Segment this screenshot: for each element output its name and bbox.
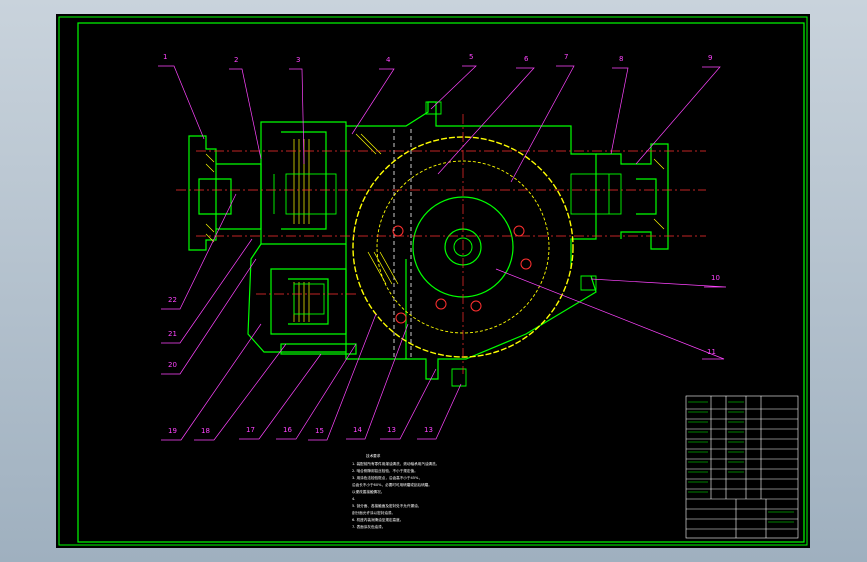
callout-label-19: 19 [168,427,177,435]
note-line: 6. 机座内装润滑油至规定高度。 [352,517,403,522]
note-line: 沿齿长不小于60%，必要时可用研磨或刮后研磨。 [352,482,432,487]
leader-line [590,278,727,288]
leader-line [229,68,262,160]
shaft-details [260,101,622,387]
leader-line [161,238,253,344]
callout-label-4: 4 [386,56,391,64]
callout-label-3: 3 [296,56,300,64]
leader-line [194,343,287,441]
callout-label-22: 22 [168,296,177,304]
callout-label-9: 9 [708,54,712,62]
callout-leaders [158,65,727,441]
centerlines [176,114,706,374]
callout-label-21: 21 [168,330,177,338]
note-line: 4. [352,497,355,501]
callout-label-16: 16 [283,426,292,434]
leader-line [417,383,462,440]
leader-line [495,268,725,360]
note-line: 剖分面允许涂以密封油漆。 [352,510,395,515]
note-line: 7. 表面涂灰色油漆。 [352,524,385,529]
leader-line [430,65,477,110]
callout-label-7: 7 [564,53,568,61]
cad-viewport[interactable]: 技术要求 1. 装配前所有零件用煤油清洗，滚动轴承用汽油清洗。 2. 啮合侧隙用铅… [56,14,810,548]
leader-line [610,67,629,155]
callout-label-13a: 13 [424,426,433,434]
callout-label-13b: 13 [387,426,396,434]
leader-line [158,65,205,140]
callout-label-11: 11 [707,348,716,356]
hidden-lines [393,129,412,359]
title-block-fill [688,401,794,523]
callout-label-20: 20 [168,361,177,369]
technical-notes: 技术要求 1. 装配前所有零件用煤油清洗，滚动轴承用汽油清洗。 2. 啮合侧隙用铅… [352,453,439,529]
callout-label-1: 1 [163,53,167,61]
callout-label-6: 6 [524,55,529,63]
callout-label-5: 5 [469,53,473,61]
note-line: 1. 装配前所有零件用煤油清洗，滚动轴承用汽油清洗。 [352,461,439,466]
leader-line [308,313,377,441]
callout-labels: 1 2 3 4 5 6 7 8 9 10 11 13 13 14 15 16 1… [163,53,720,435]
drawing-frame [58,16,808,546]
gearbox-housing [188,101,669,380]
leader-line [635,66,721,165]
callout-label-14: 14 [353,426,362,434]
callout-label-17: 17 [246,426,255,434]
notes-title: 技术要求 [366,453,381,458]
notes-lines: 1. 装配前所有零件用煤油清洗，滚动轴承用汽油清洗。 2. 啮合侧隙用铅丝检验，不… [352,461,439,529]
leader-line [351,68,395,135]
leader-line [437,67,535,175]
callout-label-10: 10 [711,274,720,282]
title-block [685,395,799,539]
note-line: 5. 剖分面、各接触面及密封处不允许漏油， [352,503,421,508]
leader-line [380,368,437,440]
leader-line [161,258,257,375]
leader-line [161,193,237,310]
callout-label-8: 8 [619,55,623,63]
leader-line [346,323,409,440]
leader-line [161,323,262,441]
leader-line [239,353,322,440]
leader-line [289,68,305,165]
callout-label-15: 15 [315,427,324,435]
callout-label-18: 18 [201,427,210,435]
callout-label-2: 2 [234,56,238,64]
note-line: 3. 用涂色法检验斑点，沿齿高不小于45%， [352,475,422,480]
leader-line [510,65,575,183]
note-line: 以便改善接触情况。 [352,489,384,494]
leader-line [276,343,357,440]
note-line: 2. 啮合侧隙用铅丝检验，不小于规定值。 [352,468,418,473]
assembly-drawing: 技术要求 1. 装配前所有零件用煤油清洗，滚动轴承用汽油清洗。 2. 啮合侧隙用铅… [58,16,808,546]
